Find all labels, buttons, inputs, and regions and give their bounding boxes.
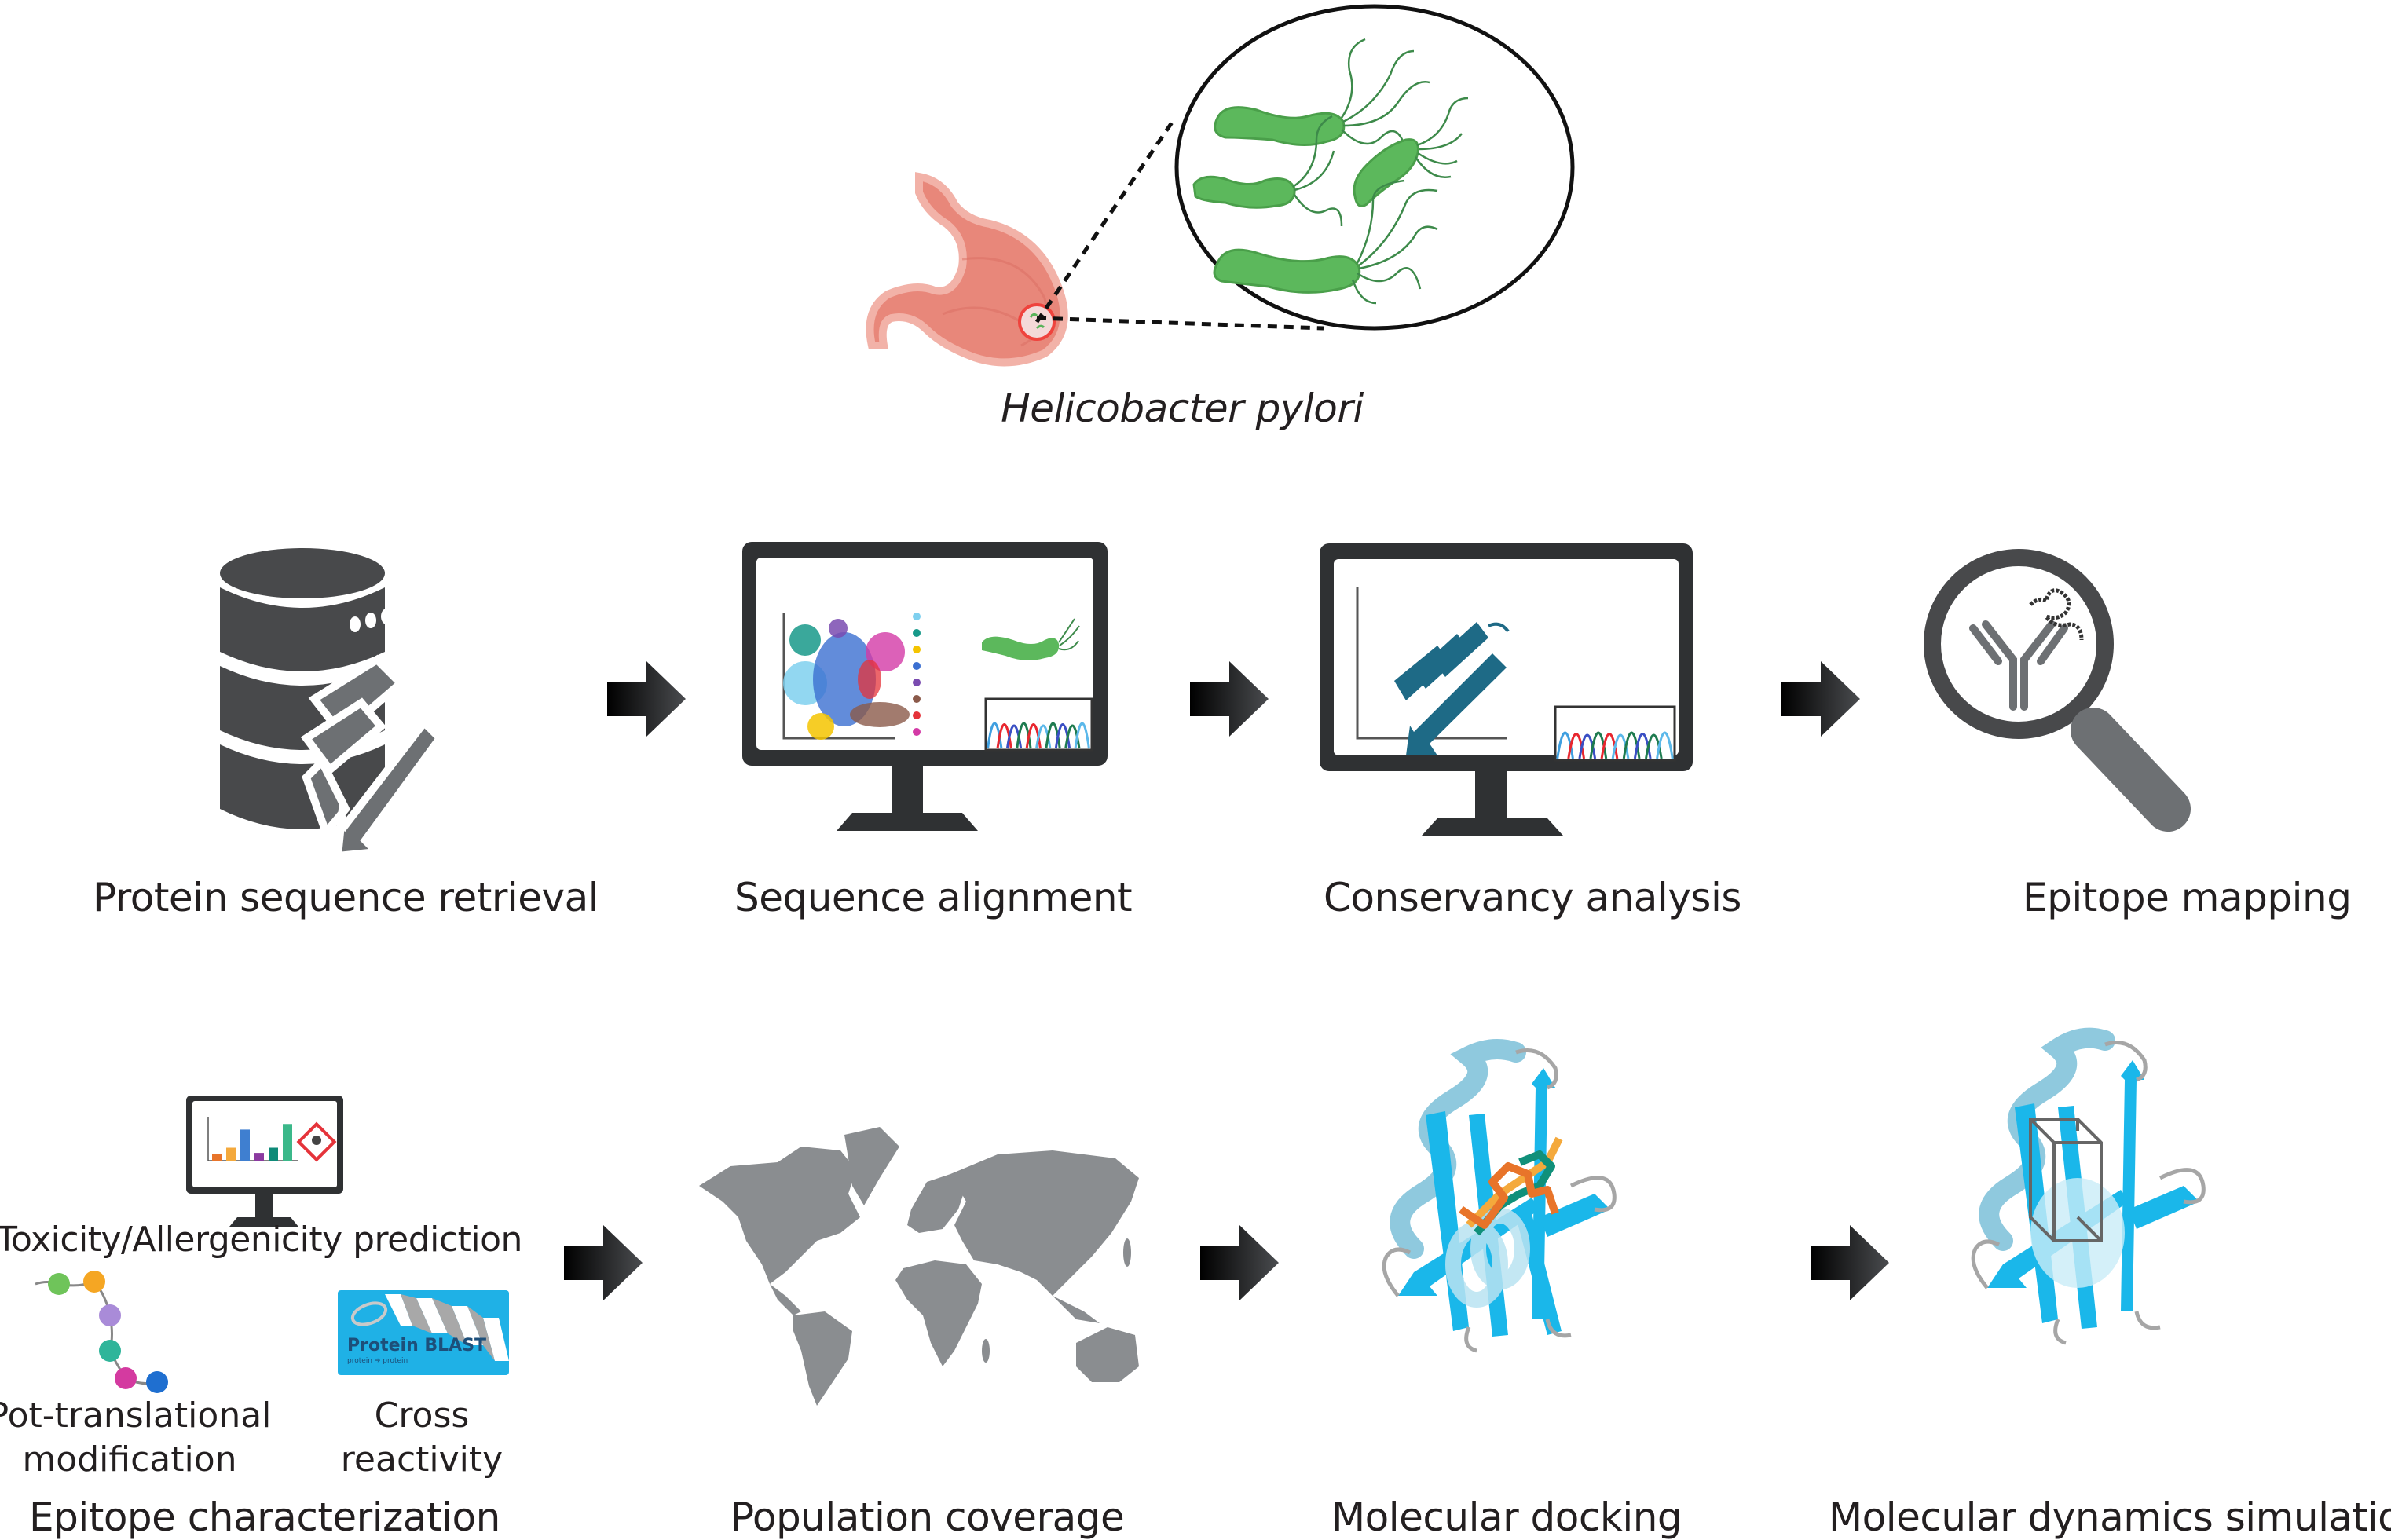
stomach-icon	[866, 4, 1575, 367]
monitor-conservancy-icon	[1320, 543, 1693, 836]
ptm-chain-icon	[35, 1271, 168, 1393]
legend-dot	[913, 679, 921, 686]
zoom-line-bottom	[1036, 316, 1324, 331]
ptm-label: Pot-translational modification	[0, 1394, 271, 1482]
chromatogram-peak	[1656, 731, 1674, 759]
ptm-bead	[48, 1273, 70, 1295]
chromatogram-peak	[1035, 724, 1052, 749]
bacterium-1	[1214, 38, 1430, 147]
ptm-bead	[83, 1271, 105, 1293]
blast-subtitle: protein ➔ protein	[347, 1357, 408, 1365]
protein-blast-icon: Protein BLAST protein ➔ protein	[338, 1290, 509, 1375]
cross-label-line1: Cross	[374, 1396, 470, 1436]
step-label: Population coverage	[730, 1494, 1125, 1540]
monitor-toxicity-icon	[186, 1096, 343, 1227]
arrow-right-icon	[564, 1225, 643, 1300]
organism-label: Helicobacter pylori	[1001, 386, 1364, 431]
hazard-diamond-icon	[296, 1121, 337, 1162]
legend-dot	[913, 728, 921, 736]
world-map-icon	[699, 1127, 1139, 1406]
protein-ligand-icon	[1382, 1039, 1617, 1353]
chromatogram-peak	[1578, 733, 1597, 759]
bacterium-3	[1353, 97, 1469, 207]
chromatogram-peak	[1567, 733, 1586, 759]
loops	[1382, 1048, 1617, 1353]
chromatogram-peak	[1005, 724, 1023, 749]
toxicity-bar-chart	[212, 1124, 292, 1161]
zoom-line-top	[1034, 116, 1177, 324]
ptm-label-line1: Pot-translational	[0, 1396, 272, 1436]
bacteria-group	[1192, 38, 1469, 305]
bacterium-2	[1192, 115, 1343, 227]
legend-dot	[913, 662, 921, 670]
arrow-right-icon	[1200, 1225, 1279, 1300]
bacterium-4	[1213, 179, 1438, 305]
legend-dot	[913, 646, 921, 653]
ptm-bead	[146, 1371, 168, 1393]
protein-ribbon	[1394, 622, 1510, 755]
chromatogram-peak	[1600, 733, 1619, 759]
epitope-chain	[2029, 588, 2084, 641]
ligand	[1459, 1136, 1563, 1236]
toxicity-bar	[212, 1154, 222, 1161]
protein-box-icon	[1971, 1027, 2206, 1345]
monitor-alignment-icon	[742, 542, 1108, 831]
step-label: Molecular dynamics simulation	[1829, 1494, 2391, 1540]
cluster-scatter	[783, 619, 910, 740]
chromatogram	[987, 722, 1090, 749]
step-label: Sequence alignment	[734, 875, 1133, 920]
protein-ribbon	[300, 654, 445, 861]
legend-dot	[913, 629, 921, 637]
step-label: Molecular docking	[1331, 1494, 1682, 1540]
toxicity-bar	[283, 1124, 292, 1161]
arrow-right-icon	[607, 661, 686, 737]
arrow-right-icon	[1781, 661, 1860, 737]
step-label: Epitope mapping	[2023, 875, 2352, 920]
antibody-icon	[1969, 620, 2068, 711]
ptm-label-line2: modification	[22, 1439, 237, 1480]
toxicity-bar	[269, 1147, 278, 1161]
chromatogram-peak	[1622, 731, 1641, 759]
chromatogram-peak	[1074, 722, 1090, 749]
toxicity-bar	[226, 1147, 236, 1161]
arrow-right-icon	[1811, 1225, 1889, 1300]
ptm-bead	[99, 1340, 121, 1362]
chromatogram-peak	[1633, 733, 1652, 759]
cross-reactivity-label: Cross reactivity	[341, 1394, 503, 1482]
magnifier-antibody-icon	[1924, 549, 2191, 832]
chromatogram	[1556, 731, 1674, 759]
ptm-bead	[99, 1304, 121, 1326]
cross-label-line2: reactivity	[340, 1439, 503, 1480]
simulation-box	[2029, 1118, 2103, 1242]
step-label: Epitope characterization	[29, 1494, 500, 1540]
chromatogram-peak	[1611, 733, 1630, 759]
legend-dot	[913, 711, 921, 719]
toxicity-bar	[240, 1129, 250, 1161]
step-label: Conservancy analysis	[1324, 875, 1741, 920]
toxicity-label: Toxicity/Allergenicity prediction	[0, 1220, 522, 1260]
legend-dot	[913, 613, 921, 620]
chromatogram-peak	[1064, 724, 1081, 749]
chromatogram-peak	[1556, 731, 1574, 759]
blast-title: Protein BLAST	[347, 1336, 487, 1355]
legend-dot	[913, 695, 921, 703]
chromatogram-peak	[1589, 731, 1608, 759]
database-protein-icon	[220, 548, 445, 861]
cluster-legend	[913, 613, 921, 736]
step-label: Protein sequence retrieval	[93, 875, 599, 920]
toxicity-bar	[254, 1153, 264, 1161]
chromatogram-peak	[1644, 733, 1663, 759]
arrow-right-icon	[1190, 661, 1269, 737]
ptm-bead	[115, 1367, 137, 1389]
stomach-shape	[866, 172, 1068, 367]
